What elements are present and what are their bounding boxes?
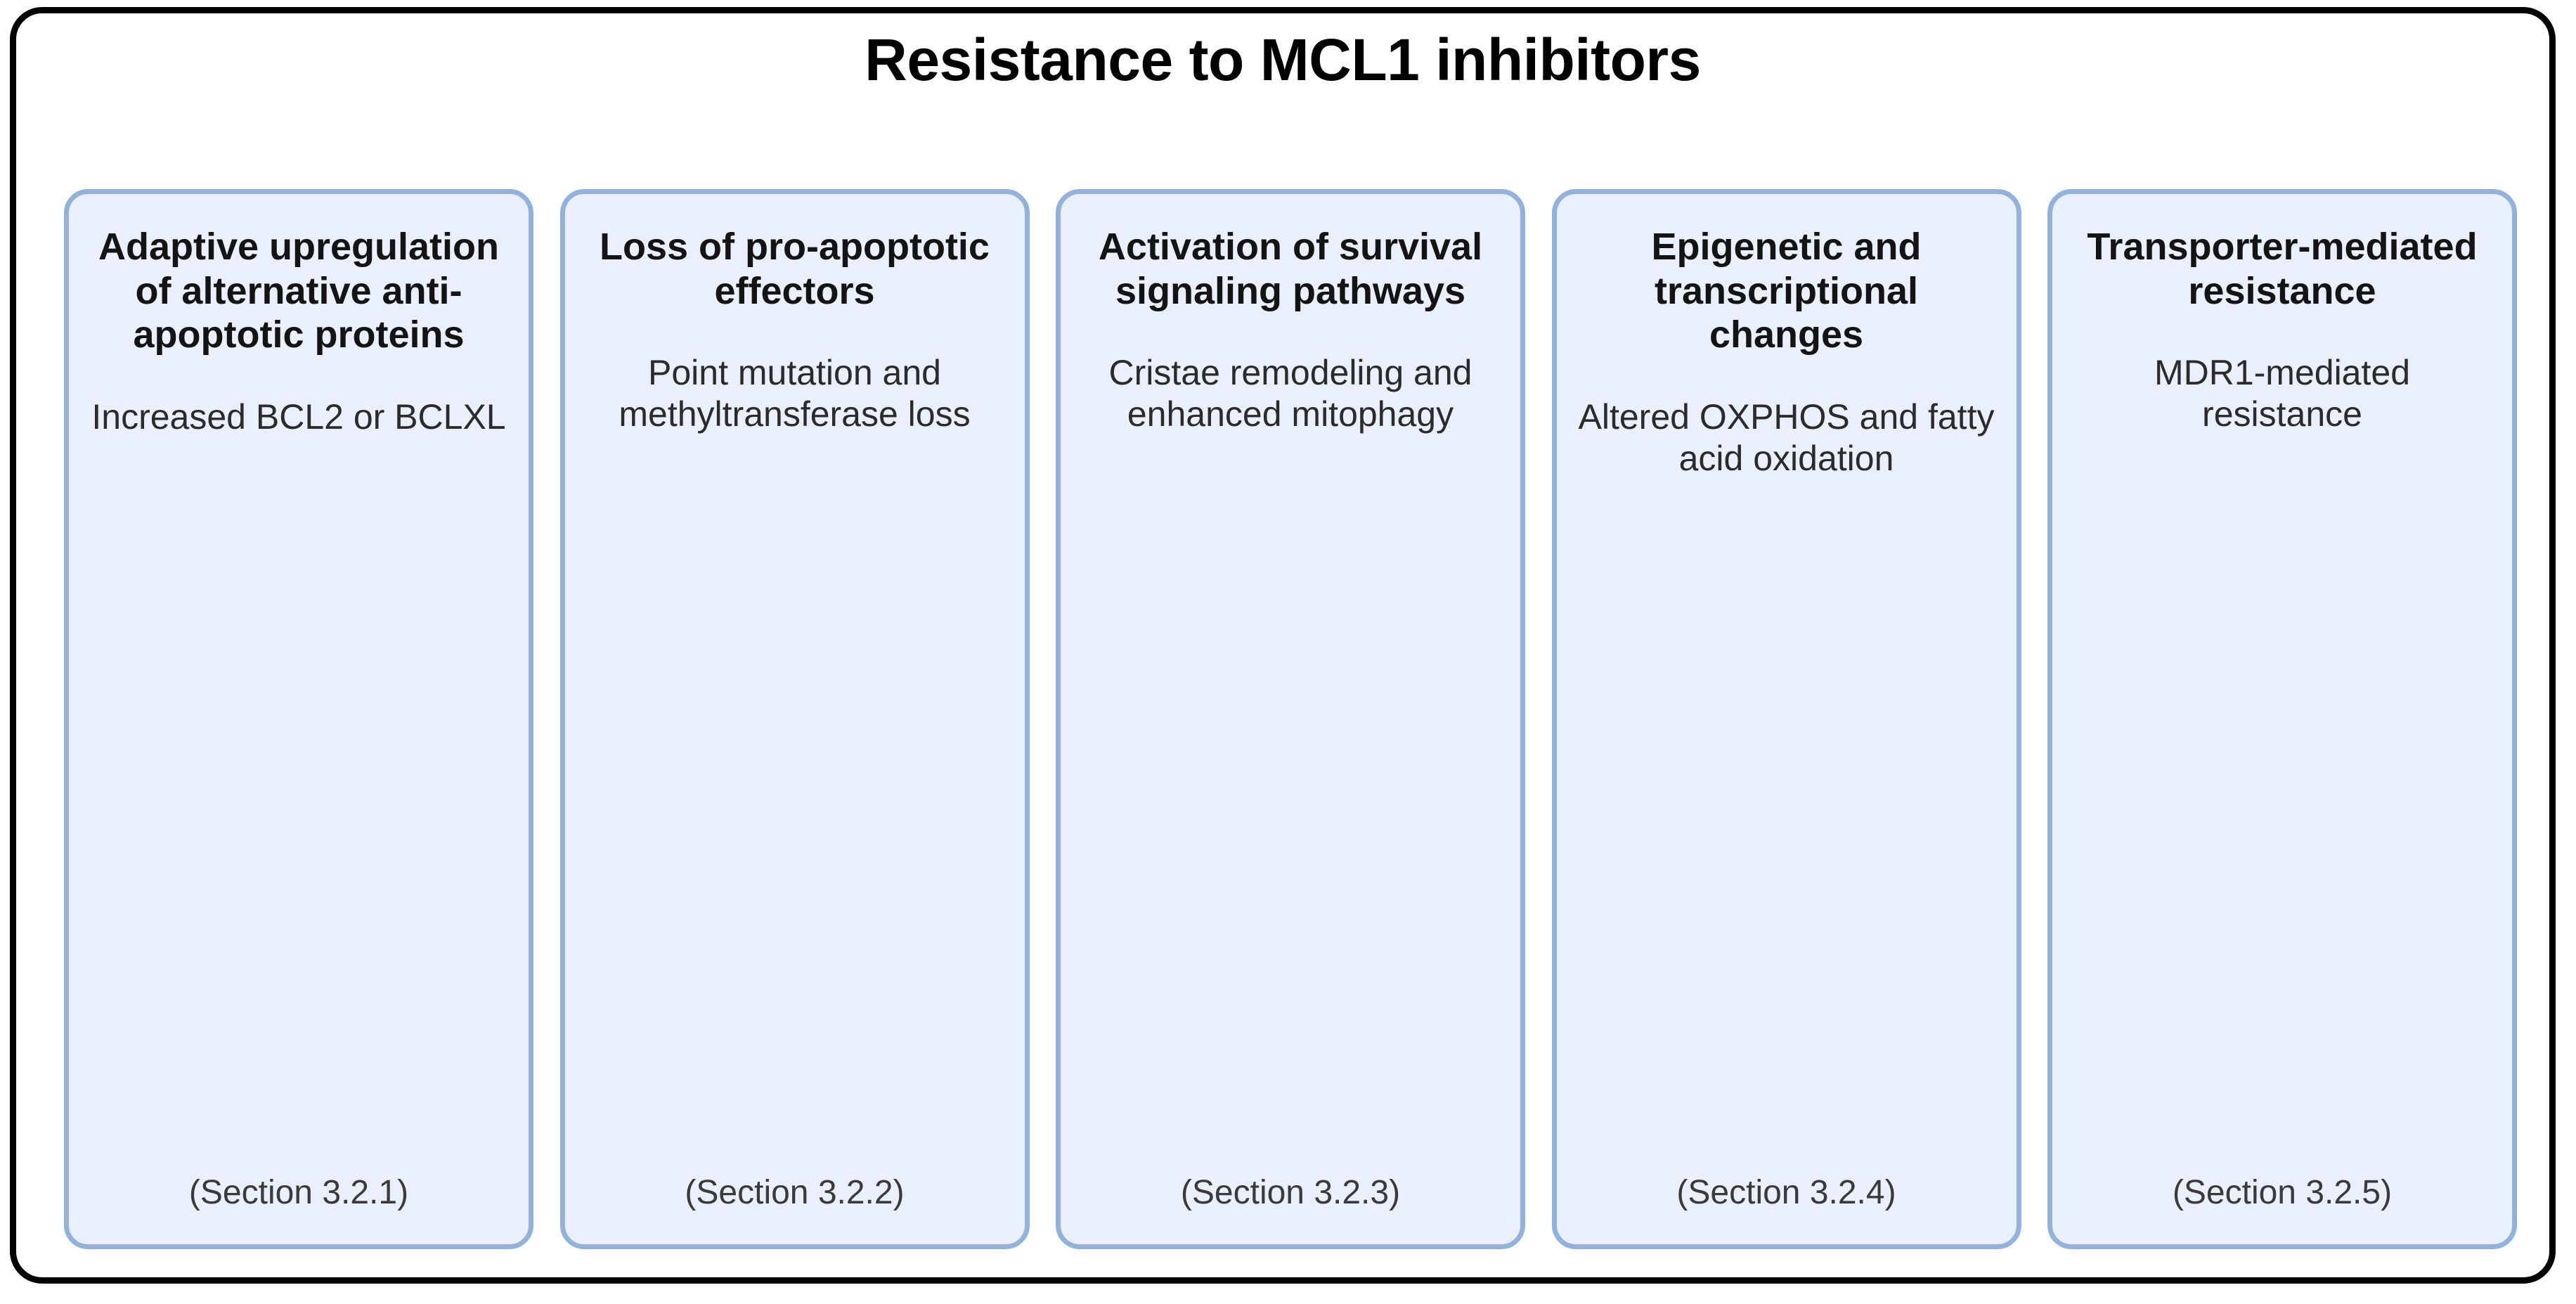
card-section-reference: (Section 3.2.1): [188, 1173, 409, 1211]
card-section-reference: (Section 3.2.3): [1180, 1173, 1401, 1211]
card-body: Altered OXPHOS and fatty acid oxidation: [1578, 396, 1995, 478]
card-epigenetic-transcriptional-changes[interactable]: Epigenetic and transcriptional changes A…: [1551, 189, 2021, 1249]
card-adaptive-upregulation[interactable]: Adaptive upregulation of alternative ant…: [64, 189, 533, 1249]
card-section-reference: (Section 3.2.5): [2172, 1173, 2393, 1211]
diagram-frame: Resistance to MCL1 inhibitors Adaptive u…: [10, 7, 2556, 1284]
page-title: Resistance to MCL1 inhibitors: [865, 27, 1701, 93]
card-heading: Transporter-mediated resistance: [2087, 226, 2478, 312]
card-loss-of-pro-apoptotic-effectors[interactable]: Loss of pro-apoptotic effectors Point mu…: [559, 189, 1030, 1249]
card-section-reference: (Section 3.2.2): [685, 1173, 905, 1211]
card-body: Cristae remodeling and enhanced mitophag…: [1108, 353, 1473, 434]
card-section-reference: (Section 3.2.4): [1676, 1173, 1896, 1211]
card-heading: Loss of pro-apoptotic effectors: [600, 226, 990, 312]
card-body: Increased BCL2 or BCLXL: [91, 396, 506, 437]
card-heading: Epigenetic and transcriptional changes: [1651, 226, 1922, 356]
card-activation-of-survival-signaling[interactable]: Activation of survival signaling pathway…: [1056, 189, 1525, 1249]
card-transporter-mediated-resistance[interactable]: Transporter-mediated resistance MDR1-med…: [2047, 189, 2517, 1249]
card-heading: Activation of survival signaling pathway…: [1098, 226, 1483, 312]
card-body: Point mutation and methyltransferase los…: [619, 353, 971, 434]
card-body: MDR1-mediated resistance: [2154, 353, 2410, 434]
card-heading: Adaptive upregulation of alternative ant…: [98, 226, 500, 356]
resistance-mechanism-card-row: Adaptive upregulation of alternative ant…: [64, 189, 2517, 1249]
